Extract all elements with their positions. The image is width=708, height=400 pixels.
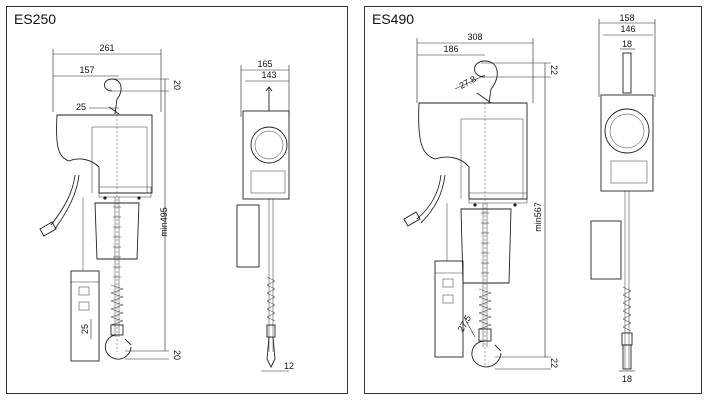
dim-label-side-body: 146 (620, 24, 635, 34)
pendant-cable (434, 203, 464, 358)
panel-title: ES490 (372, 11, 415, 27)
es490-panel: ES490 308 186 27.8 22 (364, 6, 702, 394)
load-chain (110, 197, 124, 337)
dim-label-top-hook: 18 (622, 39, 632, 49)
power-cord (39, 174, 80, 237)
dim-label-hook-dia: 25 (76, 102, 86, 112)
dim-width-total: 261 (52, 43, 162, 112)
dim-label-side-body: 143 (261, 70, 276, 80)
dim-label-side-total: 158 (619, 13, 634, 23)
dim-label-hook-offset: 157 (79, 65, 94, 75)
dim-label-hook-throat: 25 (80, 324, 90, 334)
es250-drawing: 261 157 25 20 (39, 43, 294, 372)
dim-label-hook-throat: 27.5 (456, 313, 473, 333)
dim-hook-dia: 25 (76, 102, 119, 112)
dim-min-height: min495 20 (125, 91, 182, 360)
dim-hook-offset: 157 (53, 65, 119, 77)
side-view: 165 143 12 (236, 59, 294, 372)
dim-label-chain-offset: 12 (284, 361, 294, 371)
hoist-body (56, 114, 153, 352)
load-chain (478, 203, 492, 347)
dim-label-hook-dia: 27.8 (458, 74, 478, 91)
top-hook (474, 60, 498, 104)
dim-hook-offset: 186 (417, 44, 485, 56)
power-cord (403, 174, 446, 227)
pendant-cable (70, 197, 100, 362)
dim-label-bottom-hook: 18 (622, 374, 632, 384)
chain-bag (94, 202, 140, 260)
bottom-hook (104, 324, 132, 360)
dim-label-top-gap: 20 (172, 80, 182, 90)
top-hook (104, 78, 122, 115)
dim-label-bottom-gap: 20 (172, 350, 182, 360)
bottom-hook (471, 328, 502, 368)
es490-drawing: 308 186 27.8 22 (403, 13, 656, 384)
dim-label-bottom-gap: 22 (549, 358, 559, 368)
dim-label-top-gap: 22 (549, 65, 559, 75)
dim-label-min-height: min567 (533, 202, 543, 232)
dim-label-min-height: min495 (159, 207, 169, 237)
dim-min-height: min567 22 (495, 77, 559, 370)
dim-label-side-total: 165 (257, 59, 272, 69)
side-view: 158 146 18 18 (590, 13, 656, 384)
dim-label-width: 308 (467, 32, 482, 42)
panel-title: ES250 (14, 11, 57, 27)
dim-label-hook-offset: 186 (443, 44, 458, 54)
dim-top-gap: 22 (481, 62, 559, 78)
dim-width-total: 308 (416, 32, 534, 103)
dim-hook-throat: 27.5 (456, 313, 476, 338)
dim-top-gap: 20 (112, 78, 182, 92)
es250-panel: ES250 261 157 25 20 (6, 6, 348, 394)
dim-hook-throat: 25 (80, 319, 92, 339)
chain-bag (460, 208, 512, 284)
dim-label-width: 261 (99, 43, 114, 53)
